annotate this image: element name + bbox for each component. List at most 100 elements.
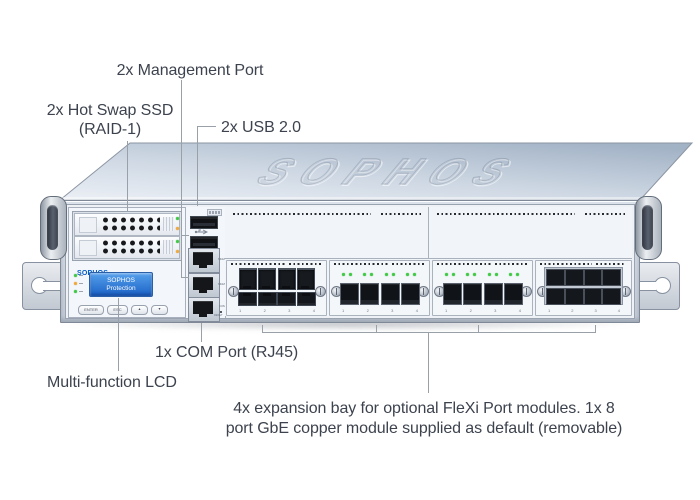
power-led [74,274,77,277]
sfp-led-row [342,273,416,276]
rj45-port [602,288,621,305]
tray-activity-led [176,227,179,230]
expansion-bracket-tick [595,325,596,332]
rj45-port [564,288,584,305]
down-arrow-button[interactable]: ▼ [151,305,168,315]
rj45-port [564,269,584,286]
rack-handle-right [635,196,662,260]
expansion-bracket-tick [478,325,479,332]
enter-button[interactable]: ENTER [78,305,104,315]
rj45-port [238,292,257,306]
label-usb: 2x USB 2.0 [221,119,301,136]
tray-grip [163,217,174,231]
sfp-port [340,283,359,305]
mgmt2-label: MGMT2 [218,282,228,286]
multifunction-lcd: SOPHOS Protection [89,272,153,297]
ssd-drive-bays [72,211,182,261]
vent-row [334,263,388,265]
mgmt1-label: MGMT1 [218,257,228,261]
label-expansion-bays: 4x expansion bay for optional FleXi Port… [164,399,684,439]
label-expansion-line2: port GbE copper module supplied as defau… [225,420,623,437]
rj45-port [277,292,297,306]
reset-label: RESET [214,313,223,317]
callout-tick-mgmt1 [181,235,189,236]
chassis-front-panel: SOPHOS XG 550 SOPHOS Protection ENTER ES… [60,200,640,323]
sfp-leds [508,273,519,276]
rack-handle-left [40,196,67,260]
callout-line-management [181,80,182,278]
top-emboss-highlight: SOPHOS [247,153,536,194]
status-led-row [74,290,83,293]
expansion-bracket-tick [262,325,263,332]
tray-status-led [176,240,179,243]
front-panel-recess: SOPHOS XG 550 SOPHOS Protection ENTER ES… [65,204,635,322]
sfp-port [380,283,400,305]
io-strip: MGMT1 MGMT2 COM RESET [185,207,228,322]
vent-row [437,263,491,265]
expansion-bracket-horizontal [262,332,596,333]
blank-bay-top-left [225,207,429,259]
sfp-port [360,283,380,305]
mgmt1-port [188,248,220,273]
rj45-row-top [239,268,315,290]
vent-row [289,263,321,265]
sfp-port [463,283,483,305]
thumbscrew [228,286,239,297]
tray-grip [163,240,174,254]
callout-tick-mgmt2 [181,277,189,278]
usb-label-sticker [207,209,222,216]
vent-row [596,263,626,265]
up-arrow-button[interactable]: ▲ [131,305,148,315]
rj45-port [602,269,621,286]
sfp-cage-row [443,283,523,305]
callout-line-com [201,323,202,342]
sfp-leds [445,273,455,276]
label-hot-swap-ssd-line1: 2x Hot Swap SSD [46,102,174,119]
control-panel: SOPHOS XG 550 SOPHOS Protection ENTER ES… [68,207,186,318]
rj45-port [583,269,603,286]
tray-vent-holes [100,216,160,232]
status-led-row [74,274,83,277]
esc-button[interactable]: ESC [107,305,128,315]
led-glyph [79,274,83,277]
rj45-port [296,268,315,290]
ssd-tray-1 [74,213,180,236]
sfp-leds [384,273,395,276]
sfp-port [443,283,462,305]
sfp-leds [363,273,374,276]
lcd-button-row: ENTER ESC ▲ ▼ [78,305,168,315]
vent-row [585,213,625,215]
expansion-bracket-drop [428,332,429,393]
tray-label-area [79,217,97,233]
lcd-line-2: Protection [106,285,136,292]
port-row-bottom [546,288,621,305]
keyhole-slot [639,281,656,291]
sfp-leds [405,273,416,276]
usb-icon [194,229,209,235]
disk-led [74,290,77,293]
sfp-port [400,283,420,305]
port-cage-frame [544,267,623,305]
blank-bay-top-right [429,207,632,259]
rack-ear-right [638,262,680,310]
lcd-line-1: SOPHOS [107,277,135,284]
rj45-port [296,292,316,306]
mgmt2-port [188,273,220,298]
led-glyph [79,282,83,285]
vent-row [381,213,421,215]
label-management-port: 2x Management Port [116,62,264,79]
vent-row [437,213,575,215]
led-glyph [79,290,83,293]
tray-status-led [176,217,179,220]
reset-pinhole [220,311,222,313]
expansion-bracket-tick [376,325,377,332]
usb-port-1 [190,216,218,229]
thumbscrew [315,286,326,297]
